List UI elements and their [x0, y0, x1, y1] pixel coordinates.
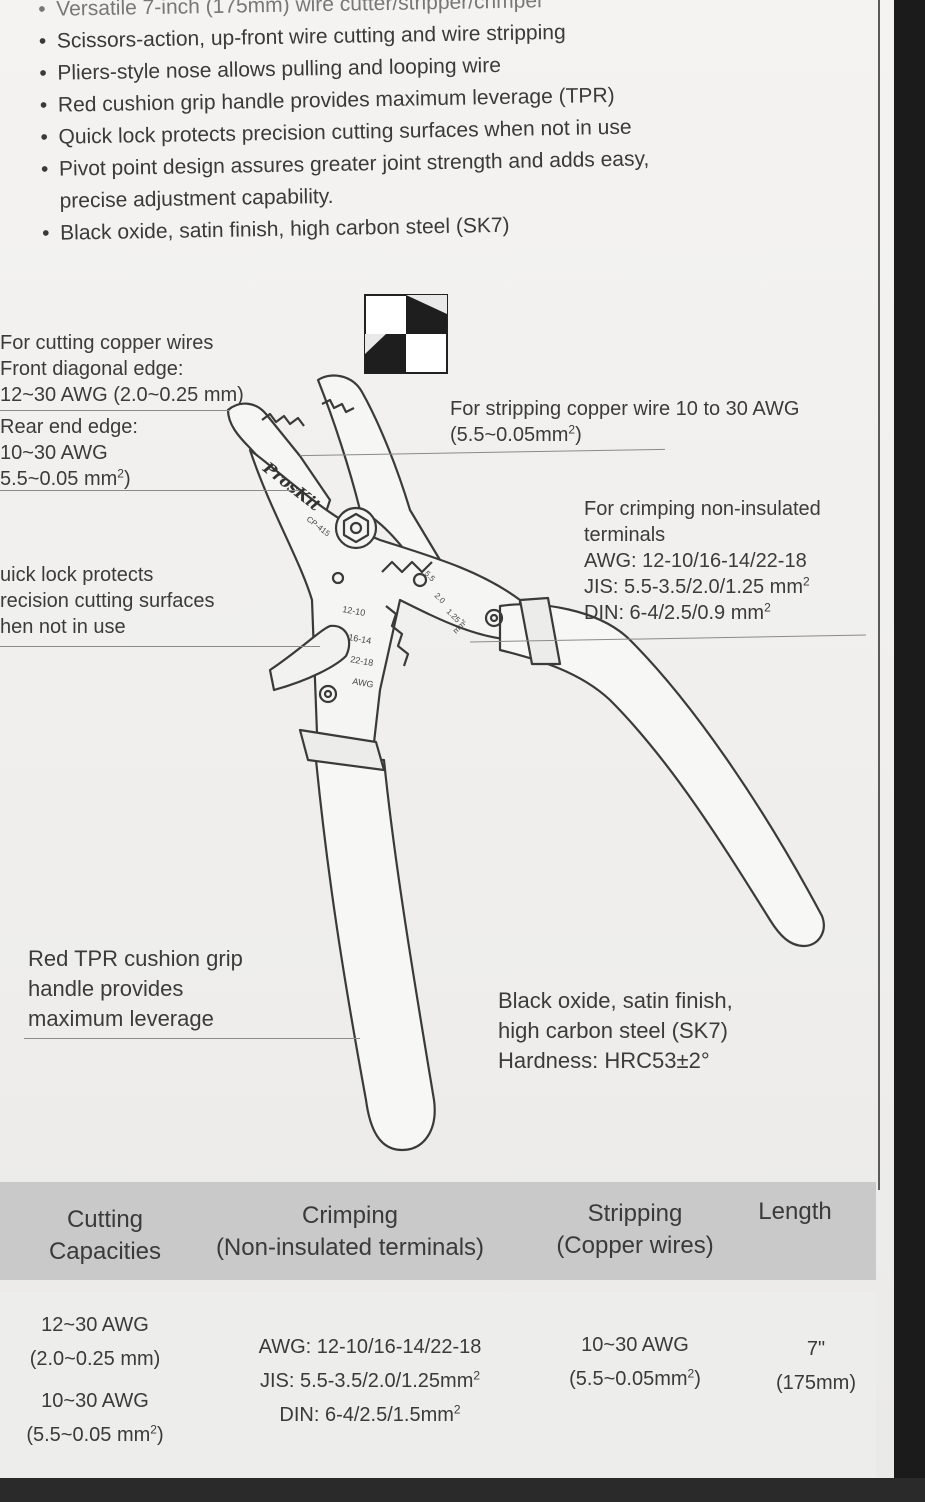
- strip-mark: AWG: [352, 676, 375, 690]
- finish-swatch-icon: [364, 294, 448, 374]
- leader-line: [24, 1038, 360, 1039]
- cutting-rear-range: 5.5~0.05 mm2): [0, 466, 131, 490]
- background-edge: [0, 1478, 925, 1502]
- quick-lock-lever: [268, 624, 351, 692]
- callout-crimping: For crimping non-insulated terminals AWG…: [584, 498, 821, 624]
- stripping-range: (5.5~0.05mm2): [450, 422, 582, 446]
- strip-mark: 22-18: [350, 654, 374, 668]
- callout-grip: Red TPR cushion grip handle provides max…: [28, 946, 243, 1031]
- header-crimping: Crimping(Non-insulated terminals): [215, 1202, 485, 1261]
- leader-line: [0, 490, 300, 491]
- callout-cutting: For cutting copper wires Front diagonal …: [0, 332, 244, 490]
- strip-mark: 12-10: [342, 604, 366, 618]
- wire-stripper-illustration: ProsKit CP-415 5.5 2.0 1.25 mm² 12-10 16…: [226, 374, 825, 1152]
- leader-line: [0, 646, 320, 647]
- product-sheet: Versatile 7-inch (175mm) wire cutter/str…: [0, 0, 894, 1478]
- cell-stripping: 10~30 AWG (5.5~0.05mm2): [569, 1334, 701, 1390]
- strip-mark: 16-14: [348, 632, 372, 646]
- cell-crimping: AWG: 12-10/16-14/22-18 JIS: 5.5-3.5/2.0/…: [258, 1336, 482, 1426]
- crimp-jis: JIS: 5.5-3.5/2.0/1.25 mm2: [584, 574, 810, 598]
- frame-border: [878, 0, 880, 1190]
- header-stripping: Stripping(Copper wires): [556, 1200, 714, 1259]
- left-handle: [314, 758, 436, 1152]
- background-edge: [894, 0, 925, 1502]
- spec-table-body: 12~30 AWG (2.0~0.25 mm) 10~30 AWG (5.5~0…: [0, 1292, 876, 1478]
- header-length: Length: [758, 1198, 832, 1225]
- callout-steel: Black oxide, satin finish, high carbon s…: [498, 988, 733, 1073]
- right-handle: [498, 603, 825, 948]
- leader-line: [0, 410, 230, 411]
- cell-length: 7" (175mm): [775, 1338, 856, 1394]
- crimp-din: DIN: 6-4/2.5/0.9 mm2: [584, 600, 771, 624]
- cell-cutting: 12~30 AWG (2.0~0.25 mm) 10~30 AWG (5.5~0…: [26, 1314, 164, 1446]
- callout-stripping: For stripping copper wire 10 to 30 AWG (…: [450, 398, 800, 446]
- callout-quick-lock: uick lock protects recision cutting surf…: [0, 564, 215, 638]
